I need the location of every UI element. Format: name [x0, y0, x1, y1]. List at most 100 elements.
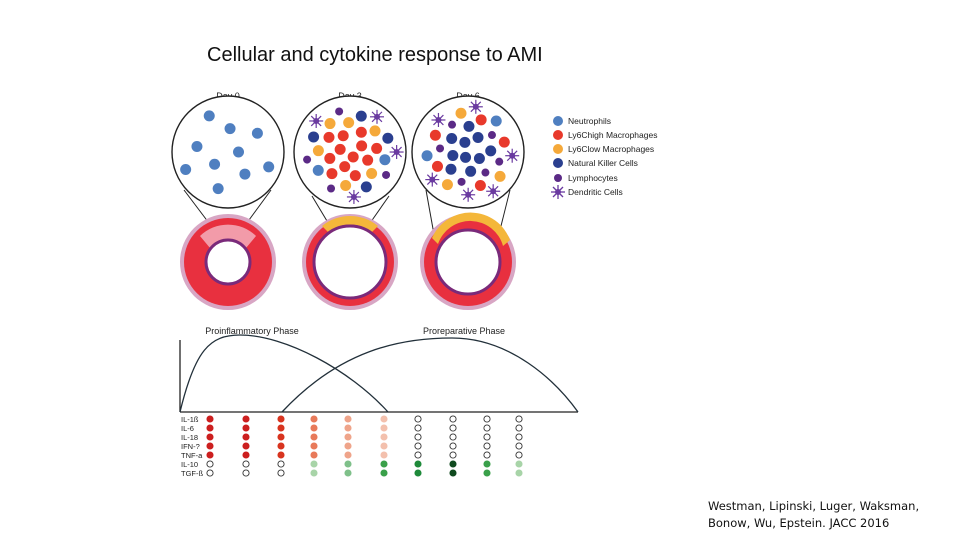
cytokine-dot [515, 469, 523, 477]
cytokine-dot [277, 415, 285, 423]
cell-marker [487, 131, 496, 140]
cytokine-dot [515, 442, 523, 450]
cell-marker [474, 180, 486, 192]
cell-marker [356, 140, 368, 152]
cytokine-dot [344, 415, 352, 423]
cytokine-dot [242, 415, 250, 423]
cell-marker [370, 109, 385, 124]
heart-section-day0 [180, 214, 276, 310]
cell-marker [263, 161, 275, 173]
legend-natural-killer-cells: Natural Killer Cells [553, 158, 638, 168]
legend-ly6c-high-macrophages: Ly6Chigh Macrophages [553, 130, 657, 140]
cytokine-dot [310, 433, 318, 441]
cytokine-dot [515, 415, 523, 423]
cytokine-label: IFN-? [181, 442, 200, 451]
cell-marker [382, 132, 394, 144]
svg-text:Lymphocytes: Lymphocytes [568, 173, 618, 183]
cell-marker [446, 132, 458, 144]
cytokine-dot [483, 469, 491, 477]
cytokine-dot [344, 469, 352, 477]
cell-marker [498, 136, 510, 148]
cell-marker [303, 155, 312, 164]
cytokine-dot [206, 451, 214, 459]
cell-marker [473, 152, 485, 164]
day3-zoom-circle [293, 95, 407, 209]
cell-marker [459, 136, 471, 148]
cytokine-dot [449, 442, 457, 450]
legend-ly6c-low-macrophages: Ly6Clow Macrophages [553, 144, 654, 154]
cytokine-labels: IL-1ß IL-6 IL-18 IFN-? TNF-a IL-10 TGF-ß [181, 415, 203, 478]
cell-marker [490, 115, 502, 127]
cell-marker [203, 110, 215, 122]
cell-marker [463, 120, 475, 132]
cytokine-dot-grid [206, 415, 523, 477]
cell-marker [485, 145, 497, 157]
heart-section-day6 [420, 212, 516, 310]
cytokine-dot [344, 442, 352, 450]
cell-marker [360, 181, 372, 193]
cytokine-label: IL-6 [181, 424, 194, 433]
cytokine-dot [310, 415, 318, 423]
cell-marker [431, 112, 446, 127]
svg-text:Neutrophils: Neutrophils [568, 116, 611, 126]
cell-marker [369, 125, 381, 137]
cytokine-dot [449, 469, 457, 477]
cell-marker [312, 164, 324, 176]
cytokine-dot [344, 433, 352, 441]
cell-marker [180, 163, 192, 175]
cytokine-dot [310, 424, 318, 432]
cytokine-dot [242, 433, 250, 441]
cytokine-dot [242, 451, 250, 459]
cytokine-dot [380, 442, 388, 450]
phase-chart: Proinflammatory Phase Proreparative Phas… [179, 326, 579, 413]
cell-marker [334, 143, 346, 155]
cell-marker [505, 148, 520, 163]
cell-marker [436, 144, 445, 153]
cell-marker [308, 131, 320, 143]
cytokine-dot [277, 433, 285, 441]
cytokine-dot [449, 415, 457, 423]
cytokine-dot [380, 424, 388, 432]
proinflammatory-phase-label: Proinflammatory Phase [205, 326, 299, 336]
cytokine-dot [483, 424, 491, 432]
cytokine-dot [380, 469, 388, 477]
cytokine-dot [310, 442, 318, 450]
cell-marker [425, 172, 440, 187]
cytokine-dot [483, 442, 491, 450]
cell-marker [355, 110, 367, 122]
cytokine-dot [277, 451, 285, 459]
cytokine-dot [449, 460, 457, 468]
cytokine-dot [206, 424, 214, 432]
cell-marker [337, 130, 349, 142]
cytokine-dot [206, 415, 214, 423]
cytokine-dot [277, 424, 285, 432]
cell-marker [224, 123, 236, 135]
cell-marker [495, 157, 504, 166]
citation-line-1: Westman, Lipinski, Luger, Waksman, [708, 499, 920, 513]
cytokine-dot [206, 460, 214, 468]
cell-marker [309, 113, 324, 128]
cytokine-dot [380, 415, 388, 423]
cytokine-dot [242, 442, 250, 450]
cytokine-dot [515, 460, 523, 468]
svg-text:Ly6Clow Macrophages: Ly6Clow Macrophages [568, 144, 654, 154]
slide-title: Cellular and cytokine response to AMI [207, 44, 543, 66]
cell-marker [239, 168, 251, 180]
cytokine-dot [206, 433, 214, 441]
legend-neutrophils: Neutrophils [553, 116, 611, 126]
cell-marker [251, 127, 263, 139]
cytokine-dot [380, 460, 388, 468]
cytokine-dot [380, 451, 388, 459]
cell-marker [431, 160, 443, 172]
cell-marker [362, 154, 374, 166]
cytokine-dot [414, 433, 422, 441]
legend: Neutrophils Ly6Chigh Macrophages Ly6Clow… [551, 116, 657, 199]
cell-marker [455, 107, 467, 119]
cell-marker [347, 151, 359, 163]
cytokine-dot [449, 433, 457, 441]
cytokine-dot [344, 460, 352, 468]
cytokine-dot [344, 451, 352, 459]
cytokine-dot [449, 424, 457, 432]
proreparative-curve [281, 337, 579, 413]
